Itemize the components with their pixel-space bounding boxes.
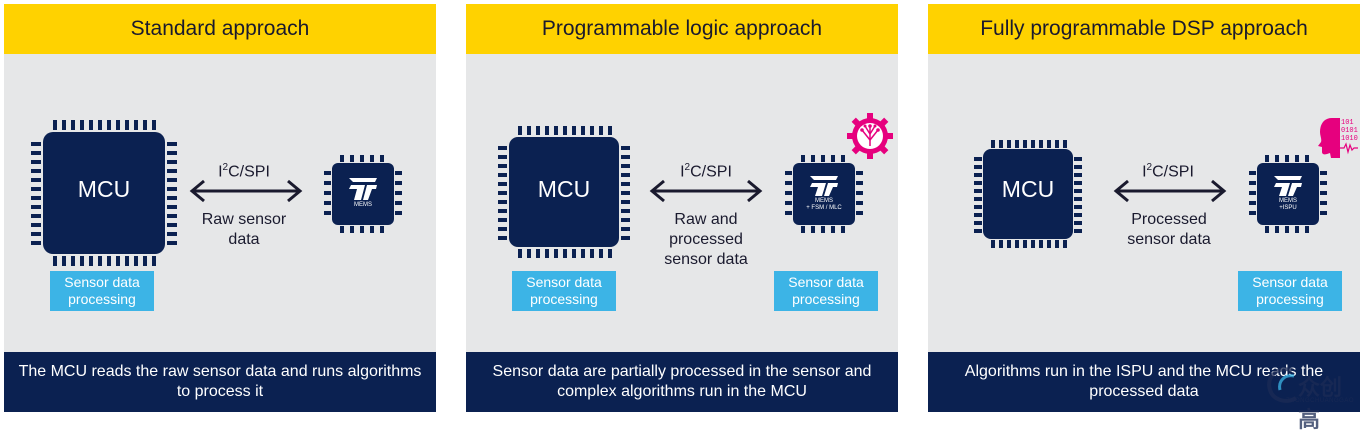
bus-description: Raw and processed sensor data: [664, 211, 748, 268]
st-logo-icon: [1274, 176, 1302, 196]
sensor-processing-box: Sensor data processing: [1238, 271, 1342, 311]
mcu-processing-box: Sensor data processing: [512, 271, 616, 311]
mcu-label: MCU: [1001, 176, 1055, 202]
svg-text:101: 101: [1341, 119, 1354, 127]
svg-text:1010: 1010: [1341, 135, 1358, 143]
mems-label: MEMS +ISPU: [1279, 198, 1297, 211]
mcu-label: MCU: [77, 176, 131, 202]
panel-footer: The MCU reads the raw sensor data and ru…: [4, 352, 436, 412]
mems-label: MEMS: [354, 202, 372, 208]
mcu-chip-icon: [974, 140, 1082, 248]
sensor-processing-box: Sensor data processing: [774, 271, 878, 311]
bus-description: Processed sensor data: [1127, 211, 1211, 248]
panel-footer: Algorithms run in the ISPU and the MCU r…: [928, 352, 1360, 412]
panel-title: Programmable logic approach: [466, 4, 898, 54]
panel-programmable-logic: Programmable logic approach MCU I2C/SPI …: [466, 4, 898, 412]
svg-text:0101: 0101: [1341, 127, 1358, 135]
panel-footer: Sensor data are partially processed in t…: [466, 352, 898, 412]
bus-label: I2C/SPI: [218, 162, 270, 181]
mcu-processing-box: Sensor data processing: [50, 271, 154, 311]
gear-network-icon: [847, 113, 893, 159]
bus-label: I2C/SPI: [680, 162, 732, 181]
double-arrow-icon: [189, 179, 303, 203]
mems-chip-icon: [1249, 155, 1327, 233]
mems-label: MEMS + FSM / MLC: [806, 198, 842, 211]
watermark-subtext: ZHONGCHUANGGAO: [1286, 398, 1355, 404]
panel-dsp: Fully programmable DSP approach MCU I2C/…: [928, 4, 1360, 412]
st-logo-icon: [810, 176, 838, 196]
mcu-chip-icon: [498, 126, 630, 258]
mcu-chip-icon: [31, 120, 177, 266]
bus-description: Raw sensor data: [201, 211, 287, 248]
mcu-label: MCU: [537, 176, 591, 202]
mems-chip-icon: [324, 155, 402, 233]
panel-standard: Standard approach MCU I2C/SPI Raw sensor…: [4, 4, 436, 412]
panel-title: Standard approach: [4, 4, 436, 54]
watermark-logo: 众创高 ZHONGCHUANGGAO: [1264, 362, 1360, 432]
ai-head-icon: 101 0101 1010: [1318, 118, 1358, 158]
bus-label: I2C/SPI: [1142, 162, 1194, 181]
double-arrow-icon: [649, 179, 763, 203]
panel-title: Fully programmable DSP approach: [928, 4, 1360, 54]
watermark-swirl-icon: [1267, 367, 1298, 403]
double-arrow-icon: [1113, 179, 1227, 203]
mems-chip-icon: [785, 155, 863, 233]
st-logo-icon: [349, 178, 377, 200]
